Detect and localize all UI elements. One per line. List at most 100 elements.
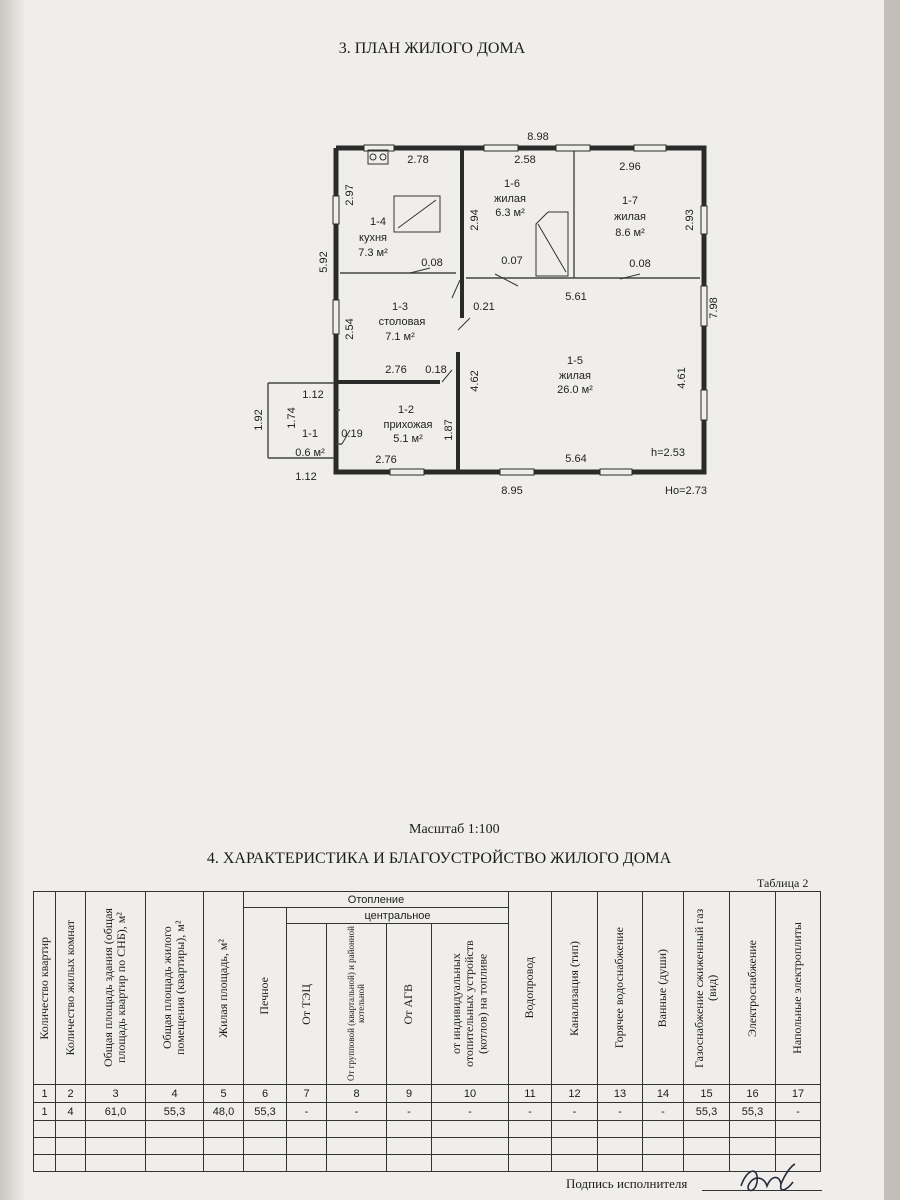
col-header-12: Канализация (тип) (551, 891, 598, 1085)
group-central: центральное (286, 907, 509, 924)
signature-icon (740, 1163, 796, 1192)
dim-wall-16-15: 0.07 (501, 255, 522, 267)
room-12-area: 5.1 м² (393, 433, 423, 445)
col-header-9: От АГВ (386, 923, 432, 1085)
dim-wall-14-13: 0.08 (421, 257, 442, 269)
col-header-10: от индивидуальных отопительных устройств… (431, 923, 509, 1085)
background-surface (884, 0, 900, 1200)
windows (332, 144, 708, 476)
floor-plan: 1-4 кухня 7.3 м² 1-3 столовая 7.1 м² 1-6… (253, 131, 720, 497)
col-header-7: От ТЭЦ (286, 923, 327, 1085)
col-number: 8 (326, 1084, 387, 1103)
signature-label: Подпись исполнителя (566, 1176, 688, 1191)
column-numbers-row: 1 2 3 4 5 6 7 8 9 10 11 12 13 14 15 16 1… (33, 1084, 821, 1103)
room-14-name: кухня (359, 232, 387, 244)
col-header-5: Жилая площадь, м² (203, 891, 244, 1085)
dim-15-width-top: 5.61 (565, 291, 586, 303)
col-number: 2 (55, 1084, 86, 1103)
thin-partitions (267, 150, 700, 459)
table-row-empty (33, 1120, 821, 1138)
dim-left-14: 2.97 (344, 184, 356, 205)
scale-label: Масштаб 1:100 (409, 822, 500, 837)
stairs-icon (535, 211, 569, 277)
table-cell: 48,0 (203, 1102, 244, 1121)
room-17-name: жилая (614, 211, 646, 223)
table-cell: 61,0 (85, 1102, 146, 1121)
table-cell: - (642, 1102, 684, 1121)
col-number: 12 (551, 1084, 598, 1103)
room-15-id: 1-5 (567, 355, 583, 367)
col-number: 9 (386, 1084, 432, 1103)
col-number: 1 (33, 1084, 56, 1103)
dim-wall-13-12: 0.18 (425, 364, 446, 376)
col-number: 17 (775, 1084, 821, 1103)
dim-left-13: 2.54 (344, 318, 356, 339)
dim-top-total: 8.98 (527, 131, 548, 143)
dim-11-depth: 1.74 (286, 407, 298, 428)
dim-right-15: 4.61 (676, 367, 688, 388)
dim-wall-11-12: 0.19 (341, 428, 362, 440)
col-header-3: Общая площадь здания (общая площадь квар… (85, 891, 146, 1085)
plan-title: 3. ПЛАН ЖИЛОГО ДОМА (338, 40, 526, 57)
room-16-name: жилая (494, 193, 526, 205)
col-number: 5 (203, 1084, 244, 1103)
room-11-area: 0.6 м² (295, 447, 325, 459)
dim-top-17: 2.96 (619, 161, 640, 173)
room-13-name: столовая (379, 316, 426, 328)
table-label: Таблица 2 (757, 876, 809, 890)
door-swings (341, 267, 641, 445)
dim-11-width-bottom: 1.12 (295, 471, 316, 483)
signature-line (702, 1190, 822, 1191)
table-cell: 55,3 (243, 1102, 287, 1121)
col-number: 11 (508, 1084, 552, 1103)
col-number: 13 (597, 1084, 643, 1103)
col-header-2: Количество жилых комнат (55, 891, 86, 1085)
dim-12-depth: 1.87 (443, 419, 455, 440)
sink-icon (367, 149, 389, 165)
table-cell: 4 (55, 1102, 86, 1121)
col-header-16: Электроснабжение (729, 891, 776, 1085)
dim-right-total: 7.98 (708, 297, 720, 318)
dim-12-width: 2.76 (375, 454, 396, 466)
outer-height: Но=2.73 (665, 485, 707, 497)
dim-11-outer: 1.92 (253, 409, 265, 430)
table-cell: - (597, 1102, 643, 1121)
table-row-empty (33, 1137, 821, 1155)
room-11-id: 1-1 (302, 428, 318, 440)
table-cell: 55,3 (729, 1102, 776, 1121)
room-15-name: жилая (559, 370, 591, 382)
room-labels: 1-4 кухня 7.3 м² 1-3 столовая 7.1 м² 1-6… (295, 178, 646, 459)
col-number: 14 (642, 1084, 684, 1103)
dim-15-width-bottom: 5.64 (565, 453, 586, 465)
table-cell: - (431, 1102, 509, 1121)
col-number: 16 (729, 1084, 776, 1103)
col-number: 7 (286, 1084, 327, 1103)
table-cell: - (386, 1102, 432, 1121)
dim-wall-13-15: 0.21 (473, 301, 494, 313)
table-row: 1 4 61,0 55,3 48,0 55,3 - - - - - - - - … (33, 1102, 821, 1121)
col-number: 3 (85, 1084, 146, 1103)
table-row-empty (33, 1154, 821, 1172)
table-cell: - (551, 1102, 598, 1121)
col-header-4: Общая площадь жилого помещения (квартиры… (145, 891, 204, 1085)
room-14-area: 7.3 м² (358, 247, 388, 259)
dim-left-total: 5.92 (318, 251, 330, 272)
col-header-6: Печное (243, 907, 287, 1085)
dim-wall-17-15: 0.08 (629, 258, 650, 270)
col-number: 10 (431, 1084, 509, 1103)
room-16-area: 6.3 м² (495, 207, 525, 219)
section-title: 4. ХАРАКТЕРИСТИКА И БЛАГОУСТРОЙСТВО ЖИЛО… (206, 850, 672, 867)
dimension-labels: 8.98 2.58 2.96 2.78 5.92 2.97 2.54 2.94 … (253, 131, 720, 497)
group-heating: Отопление (243, 891, 509, 908)
page-shadow (0, 0, 26, 1200)
col-number: 4 (145, 1084, 204, 1103)
room-14-id: 1-4 (370, 216, 386, 228)
table-cell: - (286, 1102, 327, 1121)
ceiling-height: h=2.53 (651, 447, 685, 459)
table-cell: - (326, 1102, 387, 1121)
dim-right-17: 2.93 (684, 209, 696, 230)
col-header-17: Напольные электроплиты (775, 891, 821, 1085)
table-cell: - (775, 1102, 821, 1121)
dim-13-width: 2.76 (385, 364, 406, 376)
col-header-15: Газоснабжение сжиженный газ (вид) (683, 891, 730, 1085)
